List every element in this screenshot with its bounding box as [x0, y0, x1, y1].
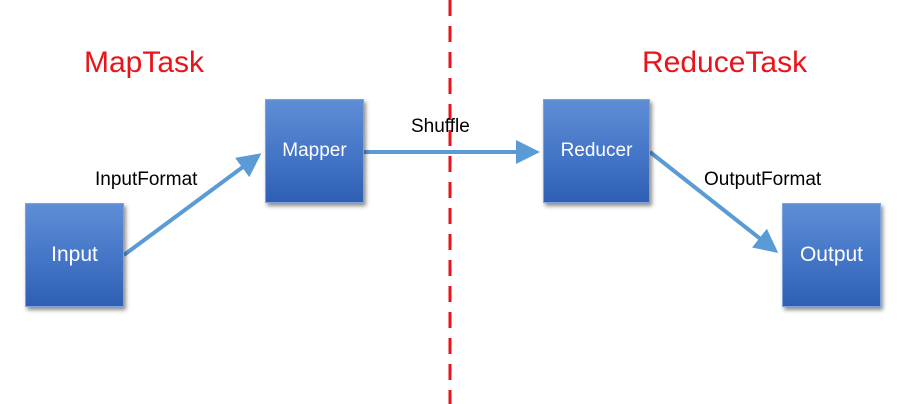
mapper-node: Mapper	[265, 99, 364, 203]
maptask-title: MapTask	[84, 46, 205, 79]
arrow-reducer-to-output	[648, 150, 779, 253]
input-node: Input	[25, 203, 124, 307]
reducer-node: Reducer	[543, 99, 650, 203]
reducetask-title: ReduceTask	[642, 46, 808, 79]
mapper-node-label: Mapper	[282, 140, 347, 161]
output-node-label: Output	[799, 243, 864, 266]
inputformat-label: InputFormat	[95, 169, 198, 190]
input-node-label: Input	[51, 243, 98, 266]
shuffle-label: Shuffle	[411, 116, 470, 137]
arrow-input-to-mapper	[122, 153, 262, 257]
output-node: Output	[782, 203, 881, 307]
outputformat-label: OutputFormat	[704, 169, 822, 190]
reducer-node-label: Reducer	[560, 140, 633, 161]
